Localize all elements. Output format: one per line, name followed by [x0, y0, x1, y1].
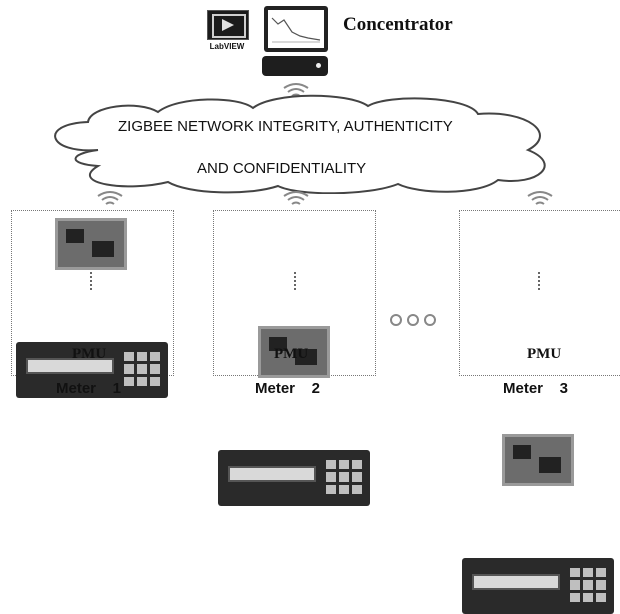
cloud-icon — [54, 94, 546, 194]
network-title-line1: ZIGBEE NETWORK INTEGRITY, AUTHENTICITY — [118, 118, 453, 135]
pmu-device-icon — [218, 450, 370, 506]
monitor-icon — [264, 6, 328, 52]
pmu-label: PMU — [72, 346, 107, 362]
wifi-icon — [97, 191, 123, 205]
circuit-board-icon — [258, 326, 330, 378]
wifi-icon — [527, 191, 553, 205]
meter-1-label: Meter 1 — [56, 380, 122, 397]
circuit-board-icon — [55, 218, 127, 270]
labview-logo: LabVIEW — [207, 10, 249, 52]
pmu-device-icon — [16, 342, 168, 398]
pmu-device-icon — [462, 558, 614, 614]
meter-3-label: Meter 3 — [503, 380, 569, 397]
wifi-icon — [283, 191, 309, 205]
ellipsis-icon — [390, 313, 441, 331]
pmu-label: PMU — [527, 346, 562, 362]
network-title-line2: AND CONFIDENTIALITY — [197, 160, 367, 177]
circuit-board-icon — [502, 434, 574, 486]
labview-icon — [207, 10, 249, 40]
arrow-icon — [538, 272, 542, 290]
pmu-label: PMU — [274, 346, 309, 362]
meter-2-label: Meter 2 — [255, 380, 321, 397]
arrow-icon — [294, 272, 298, 290]
labview-text: LabVIEW — [209, 42, 245, 51]
meter-3-group — [459, 210, 620, 376]
computer-icon — [262, 56, 328, 76]
concentrator-label: Concentrator — [343, 14, 453, 35]
arrow-icon — [90, 272, 94, 290]
